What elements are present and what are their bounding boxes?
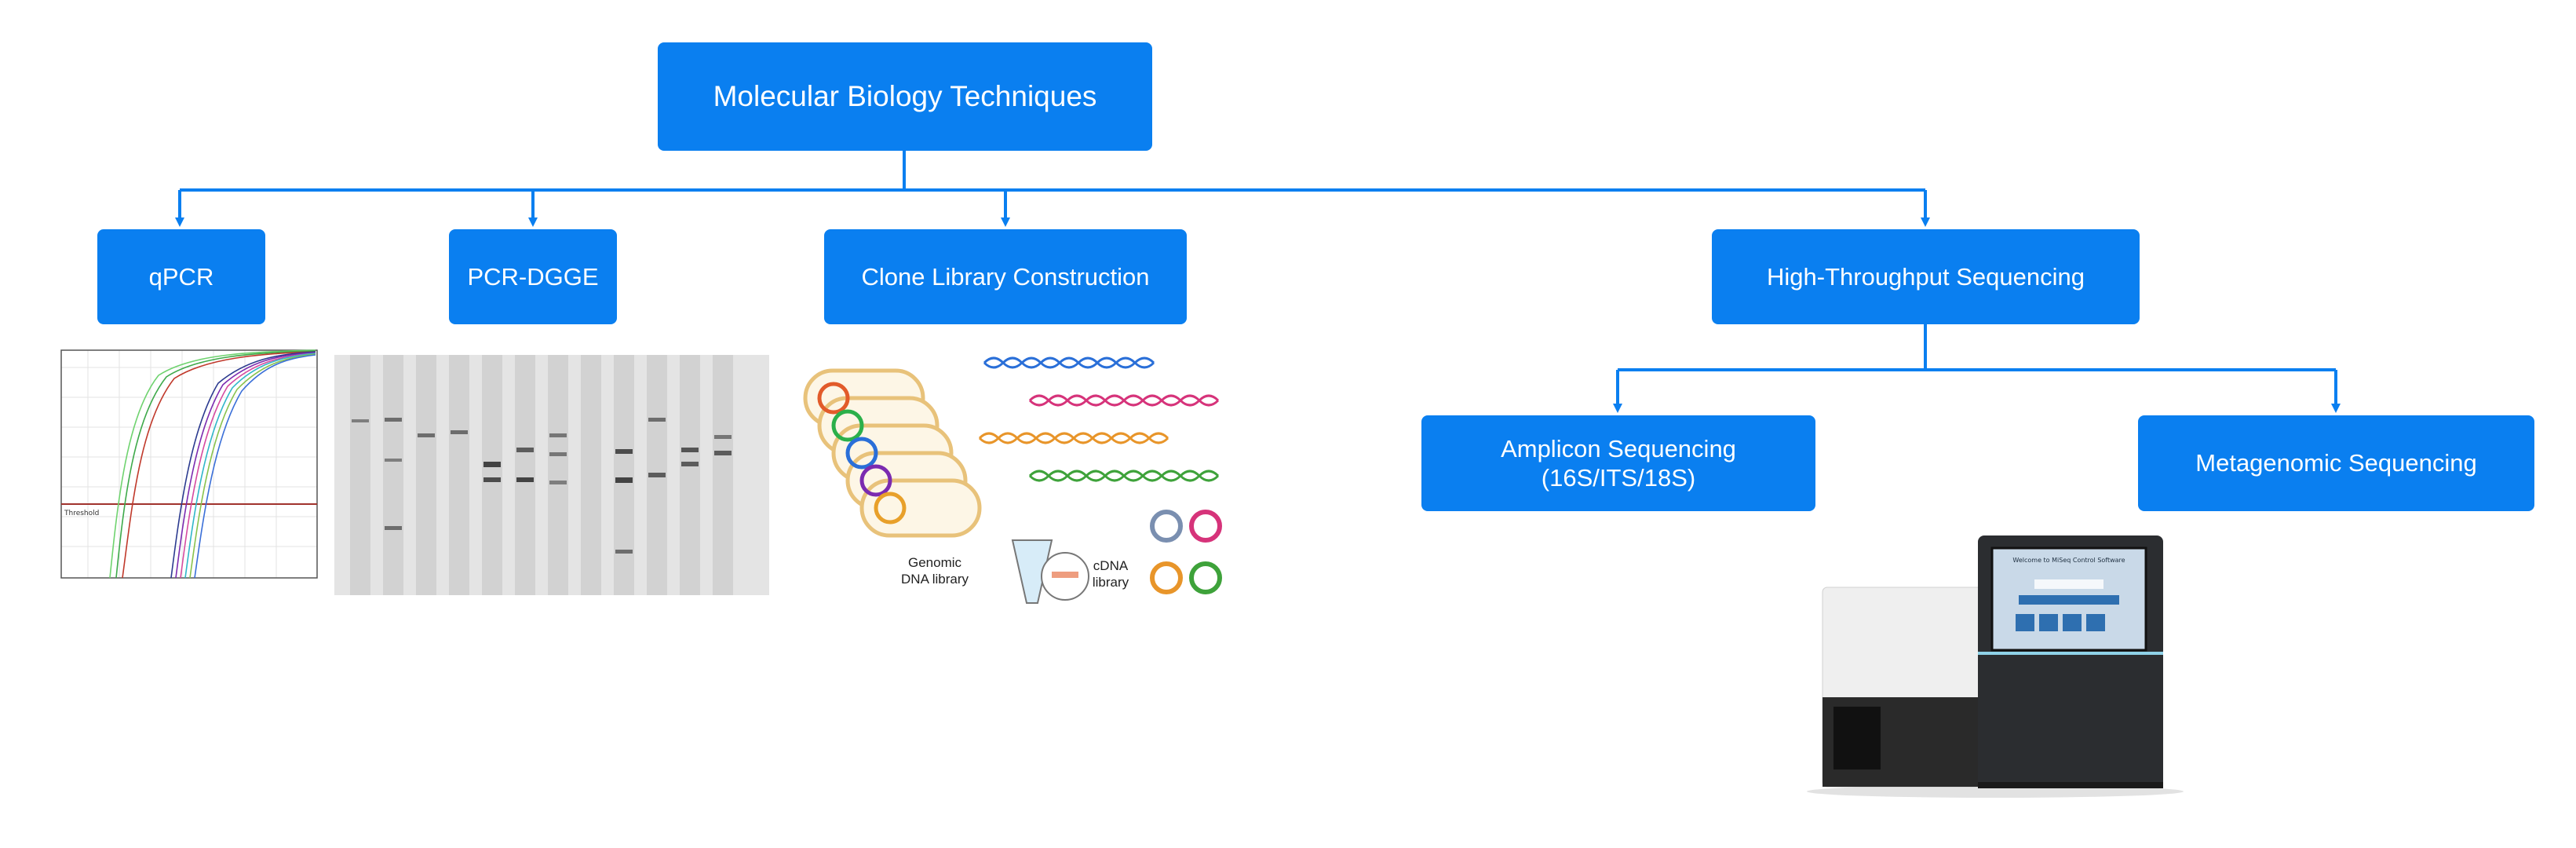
dgge-gel-image bbox=[334, 355, 769, 595]
node-metagenomic-sequencing: Metagenomic Sequencing bbox=[2138, 415, 2534, 511]
cdna-library-label: cDNA library bbox=[1092, 558, 1129, 590]
node-pcr-dgge: PCR-DGGE bbox=[449, 229, 617, 324]
node-label: qPCR bbox=[148, 262, 214, 291]
node-label: PCR-DGGE bbox=[467, 262, 599, 291]
node-amplicon-sequencing: Amplicon Sequencing (16S/ITS/18S) bbox=[1421, 415, 1815, 511]
threshold-label: Threshold bbox=[64, 510, 99, 517]
genomic-library-label: Genomic DNA library bbox=[901, 555, 969, 587]
node-label: Metagenomic Sequencing bbox=[2195, 449, 2477, 477]
clone-library-illustration bbox=[803, 356, 1222, 604]
node-label: Amplicon Sequencing (16S/ITS/18S) bbox=[1501, 434, 1736, 492]
root-node: Molecular Biology Techniques bbox=[658, 42, 1152, 151]
node-clone-library: Clone Library Construction bbox=[824, 229, 1187, 324]
node-label: Clone Library Construction bbox=[861, 262, 1150, 291]
node-label: High-Throughput Sequencing bbox=[1767, 262, 2085, 291]
node-qpcr: qPCR bbox=[97, 229, 265, 324]
sequencer-screen-title: Welcome to MiSeq Control Software bbox=[2012, 557, 2125, 564]
node-high-throughput-sequencing: High-Throughput Sequencing bbox=[1712, 229, 2140, 324]
root-label: Molecular Biology Techniques bbox=[713, 79, 1097, 112]
qpcr-amplification-plot: Threshold bbox=[41, 344, 320, 595]
sequencer-machine-image: Welcome to MiSeq Control Software bbox=[1807, 535, 2184, 798]
